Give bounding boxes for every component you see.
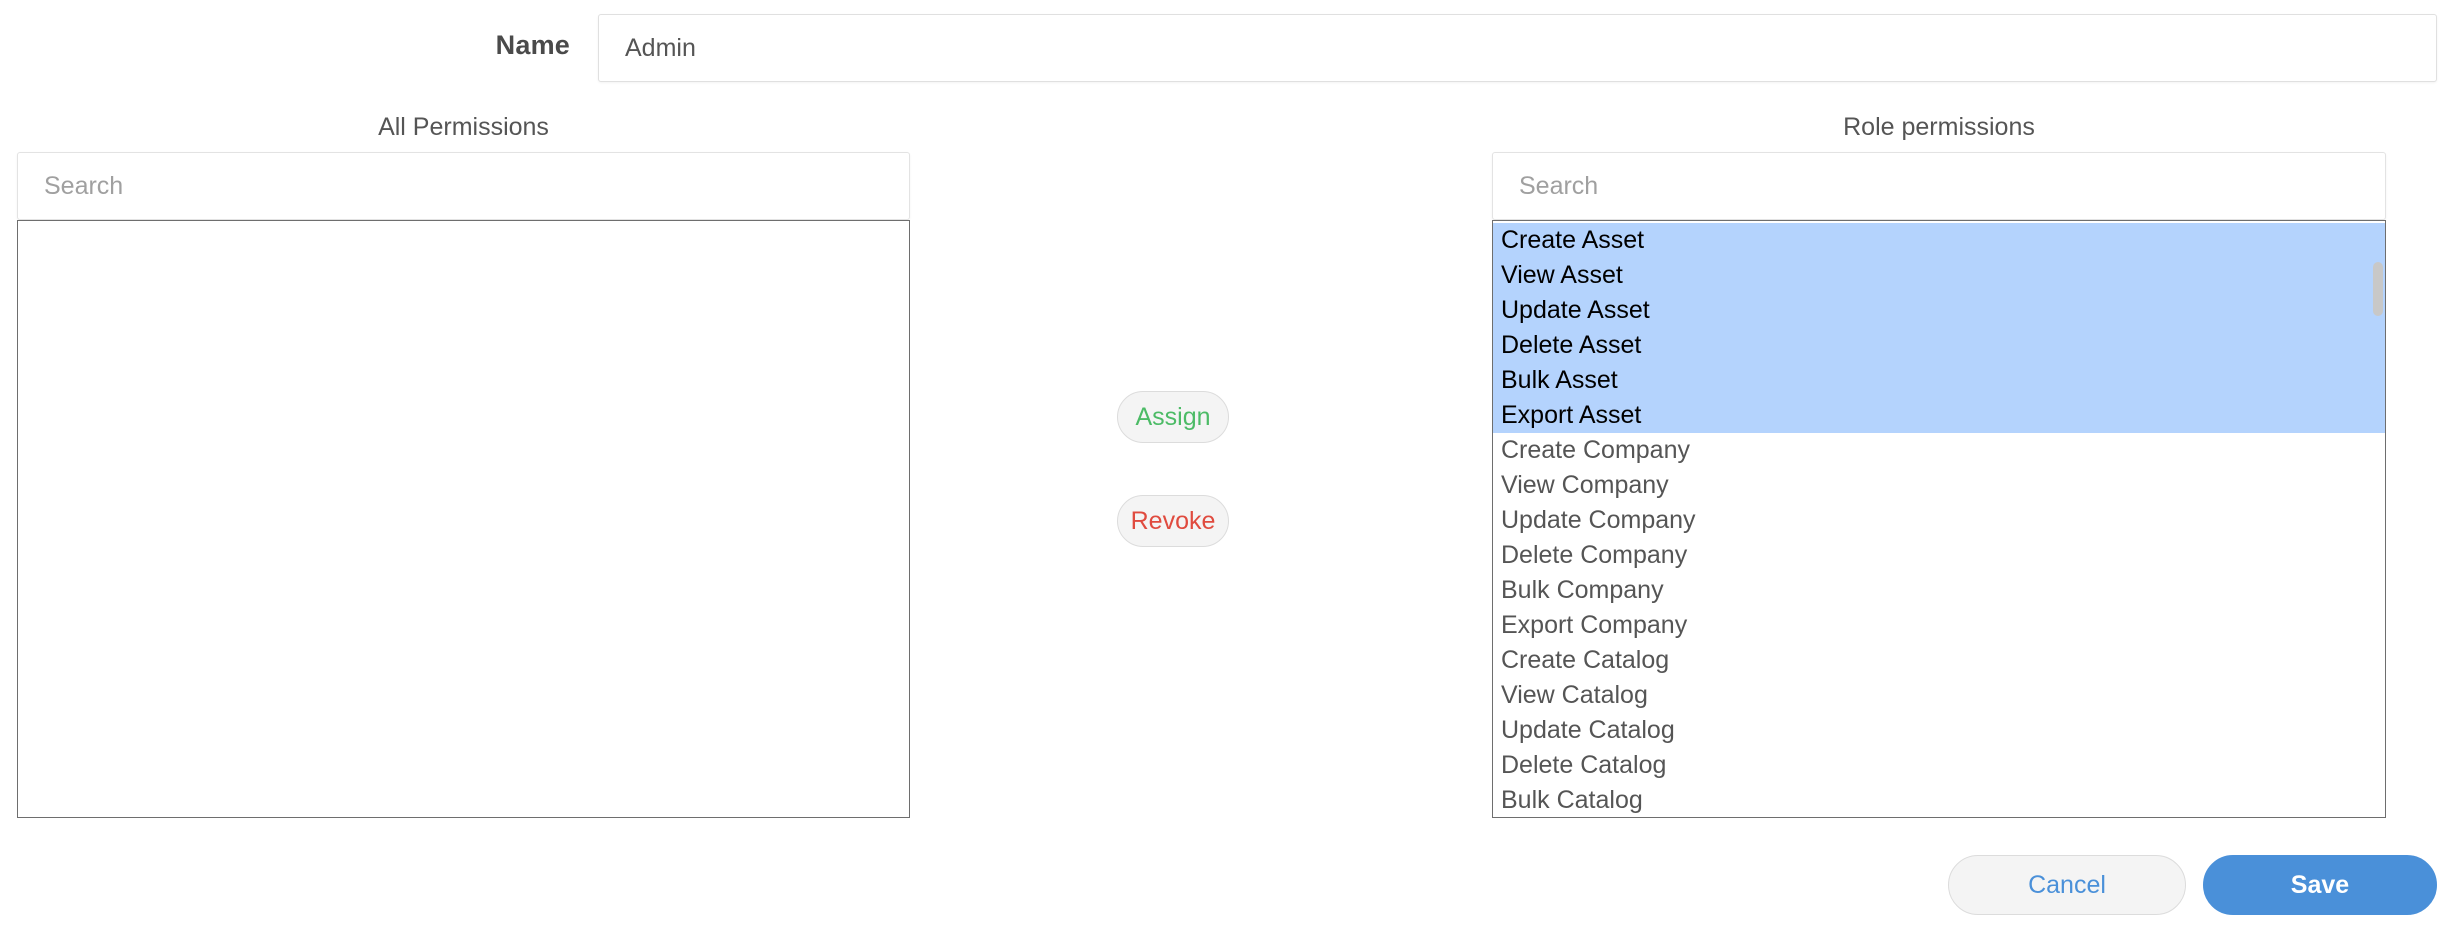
- list-item[interactable]: Create Catalog: [1501, 646, 1670, 674]
- list-item[interactable]: Update Company: [1501, 506, 1696, 534]
- all-permissions-listbox[interactable]: [17, 220, 910, 818]
- role-permissions-scrollbar-thumb[interactable]: [2373, 262, 2383, 316]
- list-item[interactable]: View Asset: [1493, 258, 2385, 293]
- revoke-button[interactable]: Revoke: [1117, 495, 1229, 547]
- list-item[interactable]: Bulk Asset: [1493, 363, 2385, 398]
- list-item[interactable]: Update Asset: [1493, 293, 2385, 328]
- role-permissions-search-input[interactable]: [1492, 152, 2386, 220]
- list-item[interactable]: Update Catalog: [1501, 716, 1675, 744]
- list-item[interactable]: Export Asset: [1493, 398, 2385, 433]
- save-button[interactable]: Save: [2203, 855, 2437, 915]
- list-item[interactable]: Export Company: [1501, 611, 1688, 639]
- list-item[interactable]: Create Asset: [1493, 223, 2385, 258]
- list-item[interactable]: View Catalog: [1501, 681, 1648, 709]
- list-item[interactable]: Delete Asset: [1493, 328, 2385, 363]
- cancel-button[interactable]: Cancel: [1948, 855, 2186, 915]
- assign-button[interactable]: Assign: [1117, 391, 1229, 443]
- list-item[interactable]: Bulk Catalog: [1501, 786, 1643, 814]
- list-item[interactable]: Delete Company: [1501, 541, 1688, 569]
- name-input[interactable]: [598, 14, 2437, 82]
- all-permissions-title: All Permissions: [378, 113, 549, 141]
- list-item[interactable]: Create Company: [1501, 436, 1690, 464]
- role-permissions-title: Role permissions: [1843, 113, 2035, 141]
- list-item[interactable]: Bulk Company: [1501, 576, 1664, 604]
- name-field-label: Name: [495, 30, 570, 60]
- all-permissions-search-input[interactable]: [17, 152, 910, 220]
- list-item[interactable]: View Company: [1501, 471, 1669, 499]
- list-item[interactable]: Delete Catalog: [1501, 751, 1667, 779]
